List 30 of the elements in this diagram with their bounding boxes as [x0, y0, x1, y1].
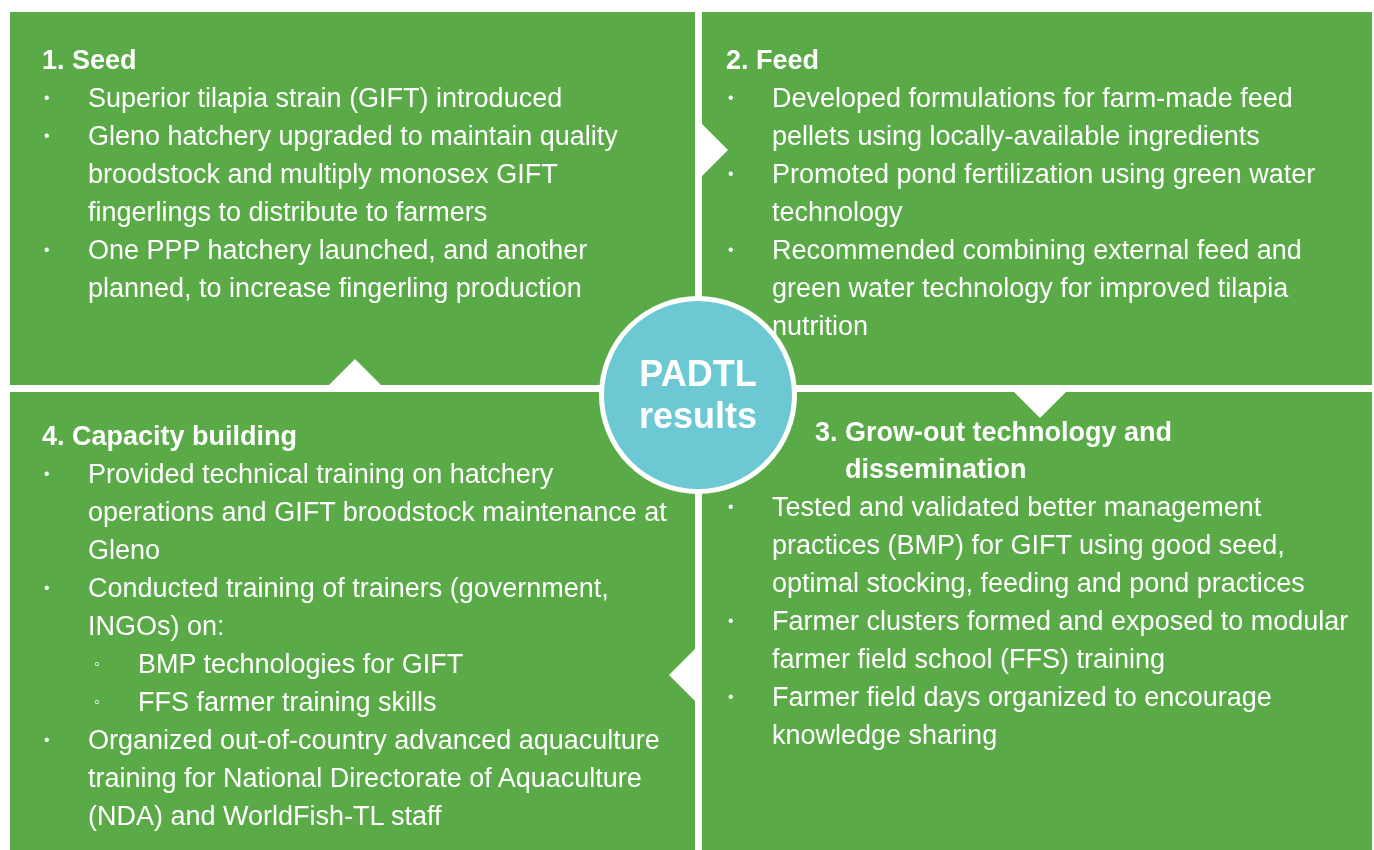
bullet-item: One PPP hatchery launched, and another planned, to increase fingerling production [88, 234, 589, 305]
bullet-marker: • [727, 88, 734, 108]
bullet-item: BMP technologies for GIFT [138, 648, 464, 681]
bullet-marker: • [43, 464, 50, 484]
bullet-marker: • [43, 88, 50, 108]
bullet-item: FFS farmer training skills [138, 686, 437, 719]
panel-heading: 4. Capacity building [42, 420, 299, 453]
panel-heading: 1. Seed [42, 44, 138, 77]
bullet-item: Farmer field days organized to encourage knowledge sharing [772, 681, 1273, 752]
bullet-item: Superior tilapia strain (GIFT) introduced [88, 82, 563, 115]
bullet-marker: • [43, 730, 50, 750]
bullet-marker: • [727, 687, 734, 707]
bullet-item: Organized out-of-country advanced aquaculture training for National Directorate of Aquaculture (NDA) and WorldFish-TL staff [88, 724, 661, 833]
bullet-item: Tested and validated better management practices (BMP) for GIFT using good seed, optimal stocking, feeding and pond practices [772, 491, 1306, 600]
bullet-item: Gleno hatchery upgraded to maintain quality broodstock and multiply monosex GIFT fingerlings to distribute to farmers [88, 120, 619, 229]
bullet-marker: • [727, 497, 734, 517]
bullet-item: Developed formulations for farm-made feed pellets using locally-available ingredients [772, 82, 1294, 153]
bullet-marker: • [727, 240, 734, 260]
bullet-item: Conducted training of trainers (government, INGOs) on: [88, 572, 610, 643]
bullet-marker: ◦ [93, 654, 100, 674]
bullet-marker: • [43, 240, 50, 260]
bullet-marker: • [727, 164, 734, 184]
panel-heading: 3. Grow-out technology and dissemination [815, 416, 1173, 486]
bullet-marker: • [43, 578, 50, 598]
bullet-marker: • [43, 126, 50, 146]
bullet-marker: • [727, 611, 734, 631]
bullet-marker: ◦ [93, 692, 100, 712]
bullet-item: Farmer clusters formed and exposed to modular farmer field school (FFS) training [772, 605, 1350, 676]
panel-heading: 2. Feed [726, 44, 821, 77]
bullet-item: Promoted pond fertilization using green water technology [772, 158, 1317, 229]
